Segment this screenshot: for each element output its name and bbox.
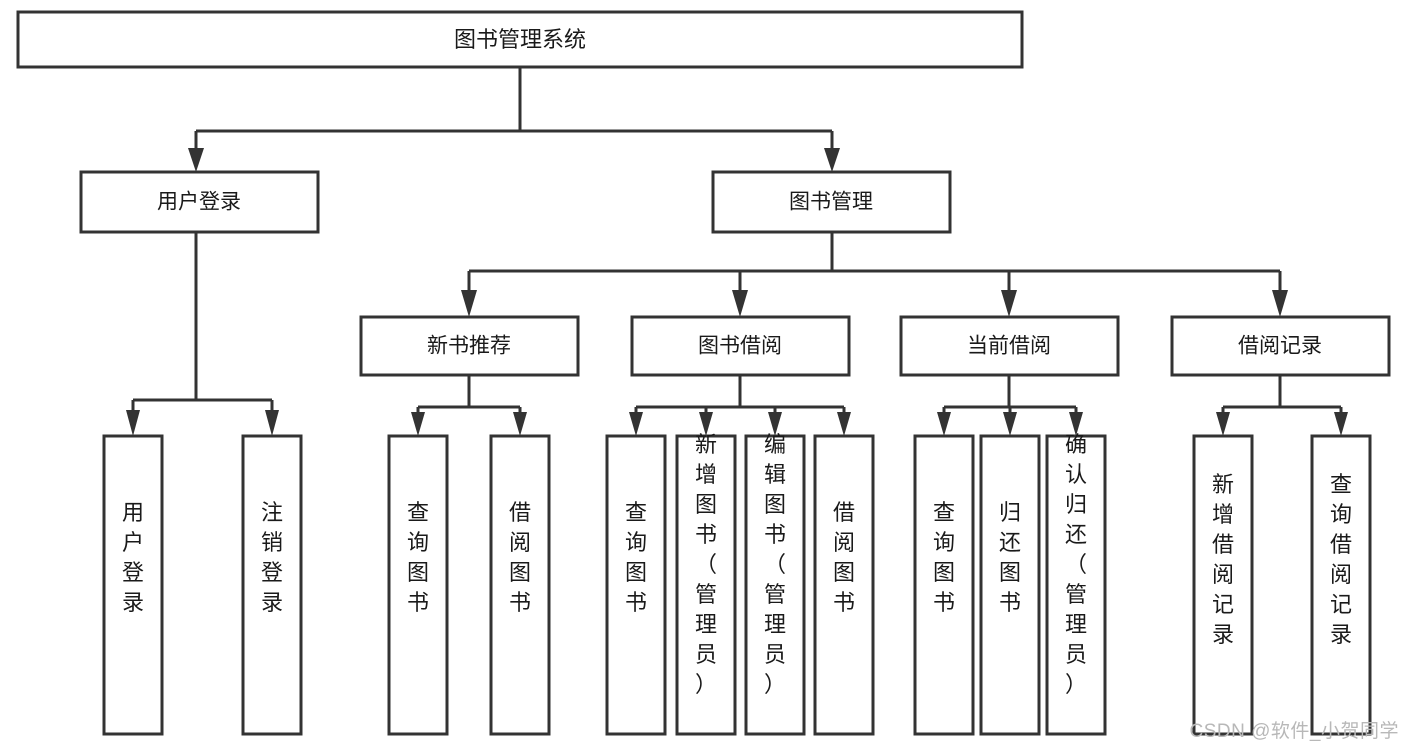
leaf-br-query-record-box[interactable] bbox=[1310, 434, 1372, 736]
leaf-cb-return-book-box[interactable] bbox=[979, 434, 1041, 736]
leaf-bb-query-book-label: 查询图书 bbox=[625, 500, 647, 615]
leaf-bb-edit-book-box[interactable] bbox=[744, 434, 806, 736]
leaf-node[interactable]: 查询图书 bbox=[605, 434, 667, 736]
arrowhead-br-leaf-1 bbox=[1216, 412, 1230, 436]
leaf-cb-confirm-return-label: 确认归还（管理员） bbox=[1065, 432, 1087, 697]
arrowhead-br-leaf-2 bbox=[1334, 412, 1348, 436]
node-new-book-recommend-box[interactable] bbox=[359, 315, 580, 377]
node-new-book-recommend[interactable]: 新书推荐 bbox=[359, 315, 580, 377]
leaf-node[interactable]: 用户登录 bbox=[102, 434, 164, 736]
leaf-bb-edit-book-label: 编辑图书（管理员） bbox=[764, 432, 786, 697]
arrowhead-cb-leaf-1 bbox=[937, 412, 951, 436]
node-new-book-recommend-label: 新书推荐 bbox=[427, 335, 511, 358]
leaf-user-login-label: 用户登录 bbox=[122, 500, 144, 615]
arrowhead-book-borrow bbox=[732, 290, 748, 317]
leaf-node[interactable]: 确认归还（管理员） bbox=[1045, 432, 1107, 736]
node-borrow-record-box[interactable] bbox=[1170, 315, 1391, 377]
arrowhead-leaf-user-login bbox=[126, 410, 140, 436]
node-user-login-label: 用户登录 bbox=[157, 191, 241, 214]
leaf-node[interactable]: 查询图书 bbox=[913, 434, 975, 736]
arrowhead-user-login bbox=[188, 148, 204, 172]
arrowhead-borrow-record bbox=[1272, 290, 1288, 317]
leaf-node[interactable]: 归还图书 bbox=[979, 434, 1041, 736]
connector-layer bbox=[126, 67, 1348, 436]
node-book-borrow[interactable]: 图书借阅 bbox=[630, 315, 851, 377]
node-borrow-record-label: 借阅记录 bbox=[1238, 335, 1322, 358]
node-current-borrow-label: 当前借阅 bbox=[967, 335, 1051, 358]
node-root-label: 图书管理系统 bbox=[454, 27, 586, 52]
leaf-nb-query-book-box[interactable] bbox=[387, 434, 449, 736]
leaf-bb-query-book-box[interactable] bbox=[605, 434, 667, 736]
node-book-borrow-label: 图书借阅 bbox=[698, 335, 782, 358]
leaf-bb-borrow-book-box[interactable] bbox=[813, 434, 875, 736]
leaf-node[interactable]: 借阅图书 bbox=[489, 434, 551, 736]
leaf-node[interactable]: 注销登录 bbox=[241, 434, 303, 736]
leaf-cb-return-book-label: 归还图书 bbox=[999, 500, 1021, 615]
leaf-br-query-record-label: 查询借阅记录 bbox=[1330, 472, 1352, 647]
arrowhead-book-manage bbox=[824, 148, 840, 172]
node-current-borrow[interactable]: 当前借阅 bbox=[899, 315, 1120, 377]
node-user-login-box[interactable] bbox=[79, 170, 320, 234]
node-current-borrow-box[interactable] bbox=[899, 315, 1120, 377]
arrowhead-bb-leaf-1 bbox=[629, 412, 643, 436]
leaf-node[interactable]: 查询图书 bbox=[387, 434, 449, 736]
leaf-node[interactable]: 新增借阅记录 bbox=[1192, 434, 1254, 736]
arrowhead-current-borrow bbox=[1001, 290, 1017, 317]
leaf-logout-box[interactable] bbox=[241, 434, 303, 736]
node-book-management-box[interactable] bbox=[711, 170, 952, 234]
node-book-management-label: 图书管理 bbox=[789, 191, 873, 214]
node-root-box[interactable] bbox=[16, 10, 1024, 69]
node-user-login[interactable]: 用户登录 bbox=[79, 170, 320, 234]
arrowhead-cb-leaf-2 bbox=[1003, 412, 1017, 436]
leaf-cb-query-book-label: 查询图书 bbox=[933, 500, 955, 615]
arrowhead-nb-leaf-1 bbox=[411, 412, 425, 436]
leaf-user-login-box[interactable] bbox=[102, 434, 164, 736]
arrowhead-bb-leaf-2 bbox=[699, 412, 713, 436]
arrowhead-leaf-logout bbox=[265, 410, 279, 436]
arrowhead-new-book bbox=[461, 290, 477, 317]
leaf-br-add-record-label: 新增借阅记录 bbox=[1212, 472, 1234, 647]
leaf-logout-label: 注销登录 bbox=[261, 500, 283, 615]
arrowhead-nb-leaf-2 bbox=[513, 412, 527, 436]
leaf-bb-borrow-book-label: 借阅图书 bbox=[833, 500, 855, 615]
leaf-cb-confirm-return-box[interactable] bbox=[1045, 434, 1107, 736]
node-borrow-record[interactable]: 借阅记录 bbox=[1170, 315, 1391, 377]
arrowhead-bb-leaf-3 bbox=[768, 412, 782, 436]
node-root[interactable]: 图书管理系统 bbox=[16, 10, 1024, 69]
leaf-node[interactable]: 新增图书（管理员） bbox=[675, 432, 737, 736]
arrowhead-cb-leaf-3 bbox=[1069, 412, 1083, 436]
leaf-node[interactable]: 借阅图书 bbox=[813, 434, 875, 736]
arrowhead-bb-leaf-4 bbox=[837, 412, 851, 436]
leaf-nb-borrow-book-box[interactable] bbox=[489, 434, 551, 736]
leaf-cb-query-book-box[interactable] bbox=[913, 434, 975, 736]
leaf-bb-add-book-box[interactable] bbox=[675, 434, 737, 736]
leaf-node[interactable]: 编辑图书（管理员） bbox=[744, 432, 806, 736]
node-book-borrow-box[interactable] bbox=[630, 315, 851, 377]
leaf-nb-borrow-book-label: 借阅图书 bbox=[509, 500, 531, 615]
leaf-br-add-record-box[interactable] bbox=[1192, 434, 1254, 736]
node-book-management[interactable]: 图书管理 bbox=[711, 170, 952, 234]
leaf-bb-add-book-label: 新增图书（管理员） bbox=[695, 432, 717, 697]
leaf-node[interactable]: 查询借阅记录 bbox=[1310, 434, 1372, 736]
leaf-nb-query-book-label: 查询图书 bbox=[407, 500, 429, 615]
